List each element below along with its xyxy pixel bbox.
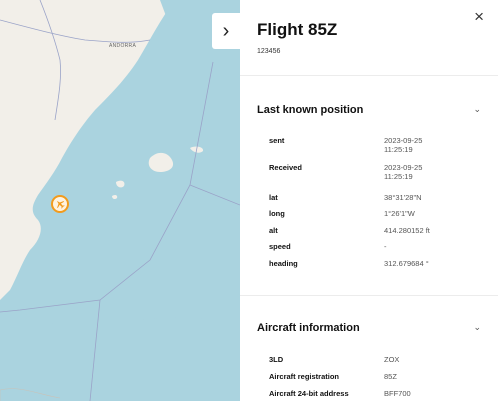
boundary-line bbox=[0, 61, 214, 313]
row-key: long bbox=[269, 209, 285, 218]
boundary-line bbox=[0, 19, 151, 43]
land-south bbox=[0, 317, 240, 401]
flight-title: Flight 85Z bbox=[257, 20, 338, 39]
row-key: Received bbox=[269, 163, 302, 172]
boundary-line bbox=[89, 299, 101, 401]
flight-detail-panel: × Flight 85Z 123456 Last known position … bbox=[240, 0, 498, 401]
island-mallorca bbox=[148, 152, 174, 172]
plane-icon bbox=[56, 200, 65, 209]
row-value: BFF700 bbox=[384, 389, 411, 398]
map[interactable]: ANDORRA › bbox=[0, 0, 240, 401]
row-key: sent bbox=[269, 136, 285, 145]
row-value: 1°26'1"W bbox=[384, 209, 415, 218]
flight-id: 123456 bbox=[257, 48, 281, 55]
row-key: 3LD bbox=[269, 355, 284, 364]
row-value: 85Z bbox=[384, 372, 397, 381]
row-value: 2023-09-25 11:25:19 bbox=[384, 136, 423, 154]
island-ibiza bbox=[116, 180, 125, 188]
row-key: alt bbox=[269, 226, 278, 235]
divider bbox=[240, 295, 498, 296]
expand-panel-button[interactable]: › bbox=[212, 13, 240, 49]
map-place-label: ANDORRA bbox=[109, 43, 137, 49]
row-value: 38°31'28"N bbox=[384, 193, 422, 202]
row-value: 414.280152 ft bbox=[384, 226, 430, 235]
row-value: ZOX bbox=[384, 355, 400, 364]
chevron-down-icon[interactable]: ⌄ bbox=[473, 104, 481, 114]
boundary-line bbox=[39, 0, 61, 121]
coast-line bbox=[0, 388, 61, 401]
boundary-line bbox=[189, 184, 240, 206]
close-button[interactable]: × bbox=[474, 7, 484, 26]
row-key: Aircraft registration bbox=[269, 372, 340, 381]
row-value: 2023-09-25 11:25:19 bbox=[384, 163, 423, 181]
divider bbox=[240, 75, 498, 76]
row-key: Aircraft 24-bit address bbox=[269, 389, 349, 398]
chevron-right-icon: › bbox=[222, 20, 230, 42]
section-header-position[interactable]: Last known position bbox=[257, 104, 364, 116]
row-key: speed bbox=[269, 242, 291, 251]
row-value: 312.679684 ° bbox=[384, 259, 429, 268]
island-formentera bbox=[112, 194, 118, 200]
section-header-aircraft[interactable]: Aircraft information bbox=[257, 322, 360, 334]
row-key: lat bbox=[269, 193, 278, 202]
chevron-down-icon[interactable]: ⌄ bbox=[473, 322, 481, 332]
row-key: heading bbox=[269, 259, 298, 268]
map-canvas bbox=[0, 0, 240, 401]
row-value: - bbox=[384, 242, 387, 251]
sea-area-north bbox=[160, 0, 190, 21]
sea-area bbox=[0, 0, 240, 401]
aircraft-marker[interactable] bbox=[51, 195, 69, 213]
